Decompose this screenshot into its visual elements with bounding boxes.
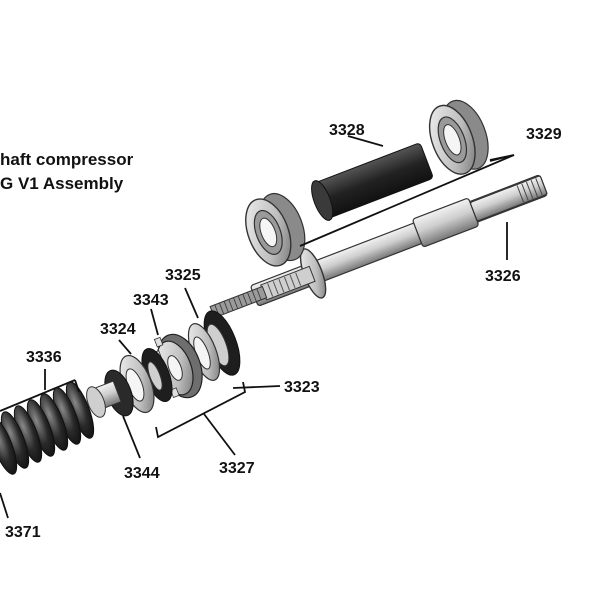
callout-3326: 3326 (485, 268, 521, 285)
bearing-upper (428, 99, 489, 175)
washer-3323 (203, 310, 241, 376)
callout-3344: 3344 (124, 465, 160, 482)
spring-3336 (0, 381, 95, 475)
callout-3329: 3329 (526, 126, 562, 143)
callout-3343: 3343 (133, 292, 169, 309)
callout-3371: 3371 (5, 524, 41, 541)
title-line-2: G V1 Assembly (0, 174, 124, 193)
sleeve-3328 (311, 143, 433, 221)
callout-3325: 3325 (165, 267, 201, 284)
callout-3323: 3323 (284, 379, 320, 396)
callout-3324: 3324 (100, 321, 136, 338)
callout-3336: 3336 (26, 349, 62, 366)
main-shaft (209, 174, 548, 319)
collar-3344 (86, 369, 134, 418)
callout-3328: 3328 (329, 122, 365, 139)
title-line-1: haft compressor (0, 150, 134, 169)
bearing-lower (245, 193, 306, 267)
callout-3327: 3327 (219, 460, 255, 477)
leader-lines (0, 135, 515, 519)
